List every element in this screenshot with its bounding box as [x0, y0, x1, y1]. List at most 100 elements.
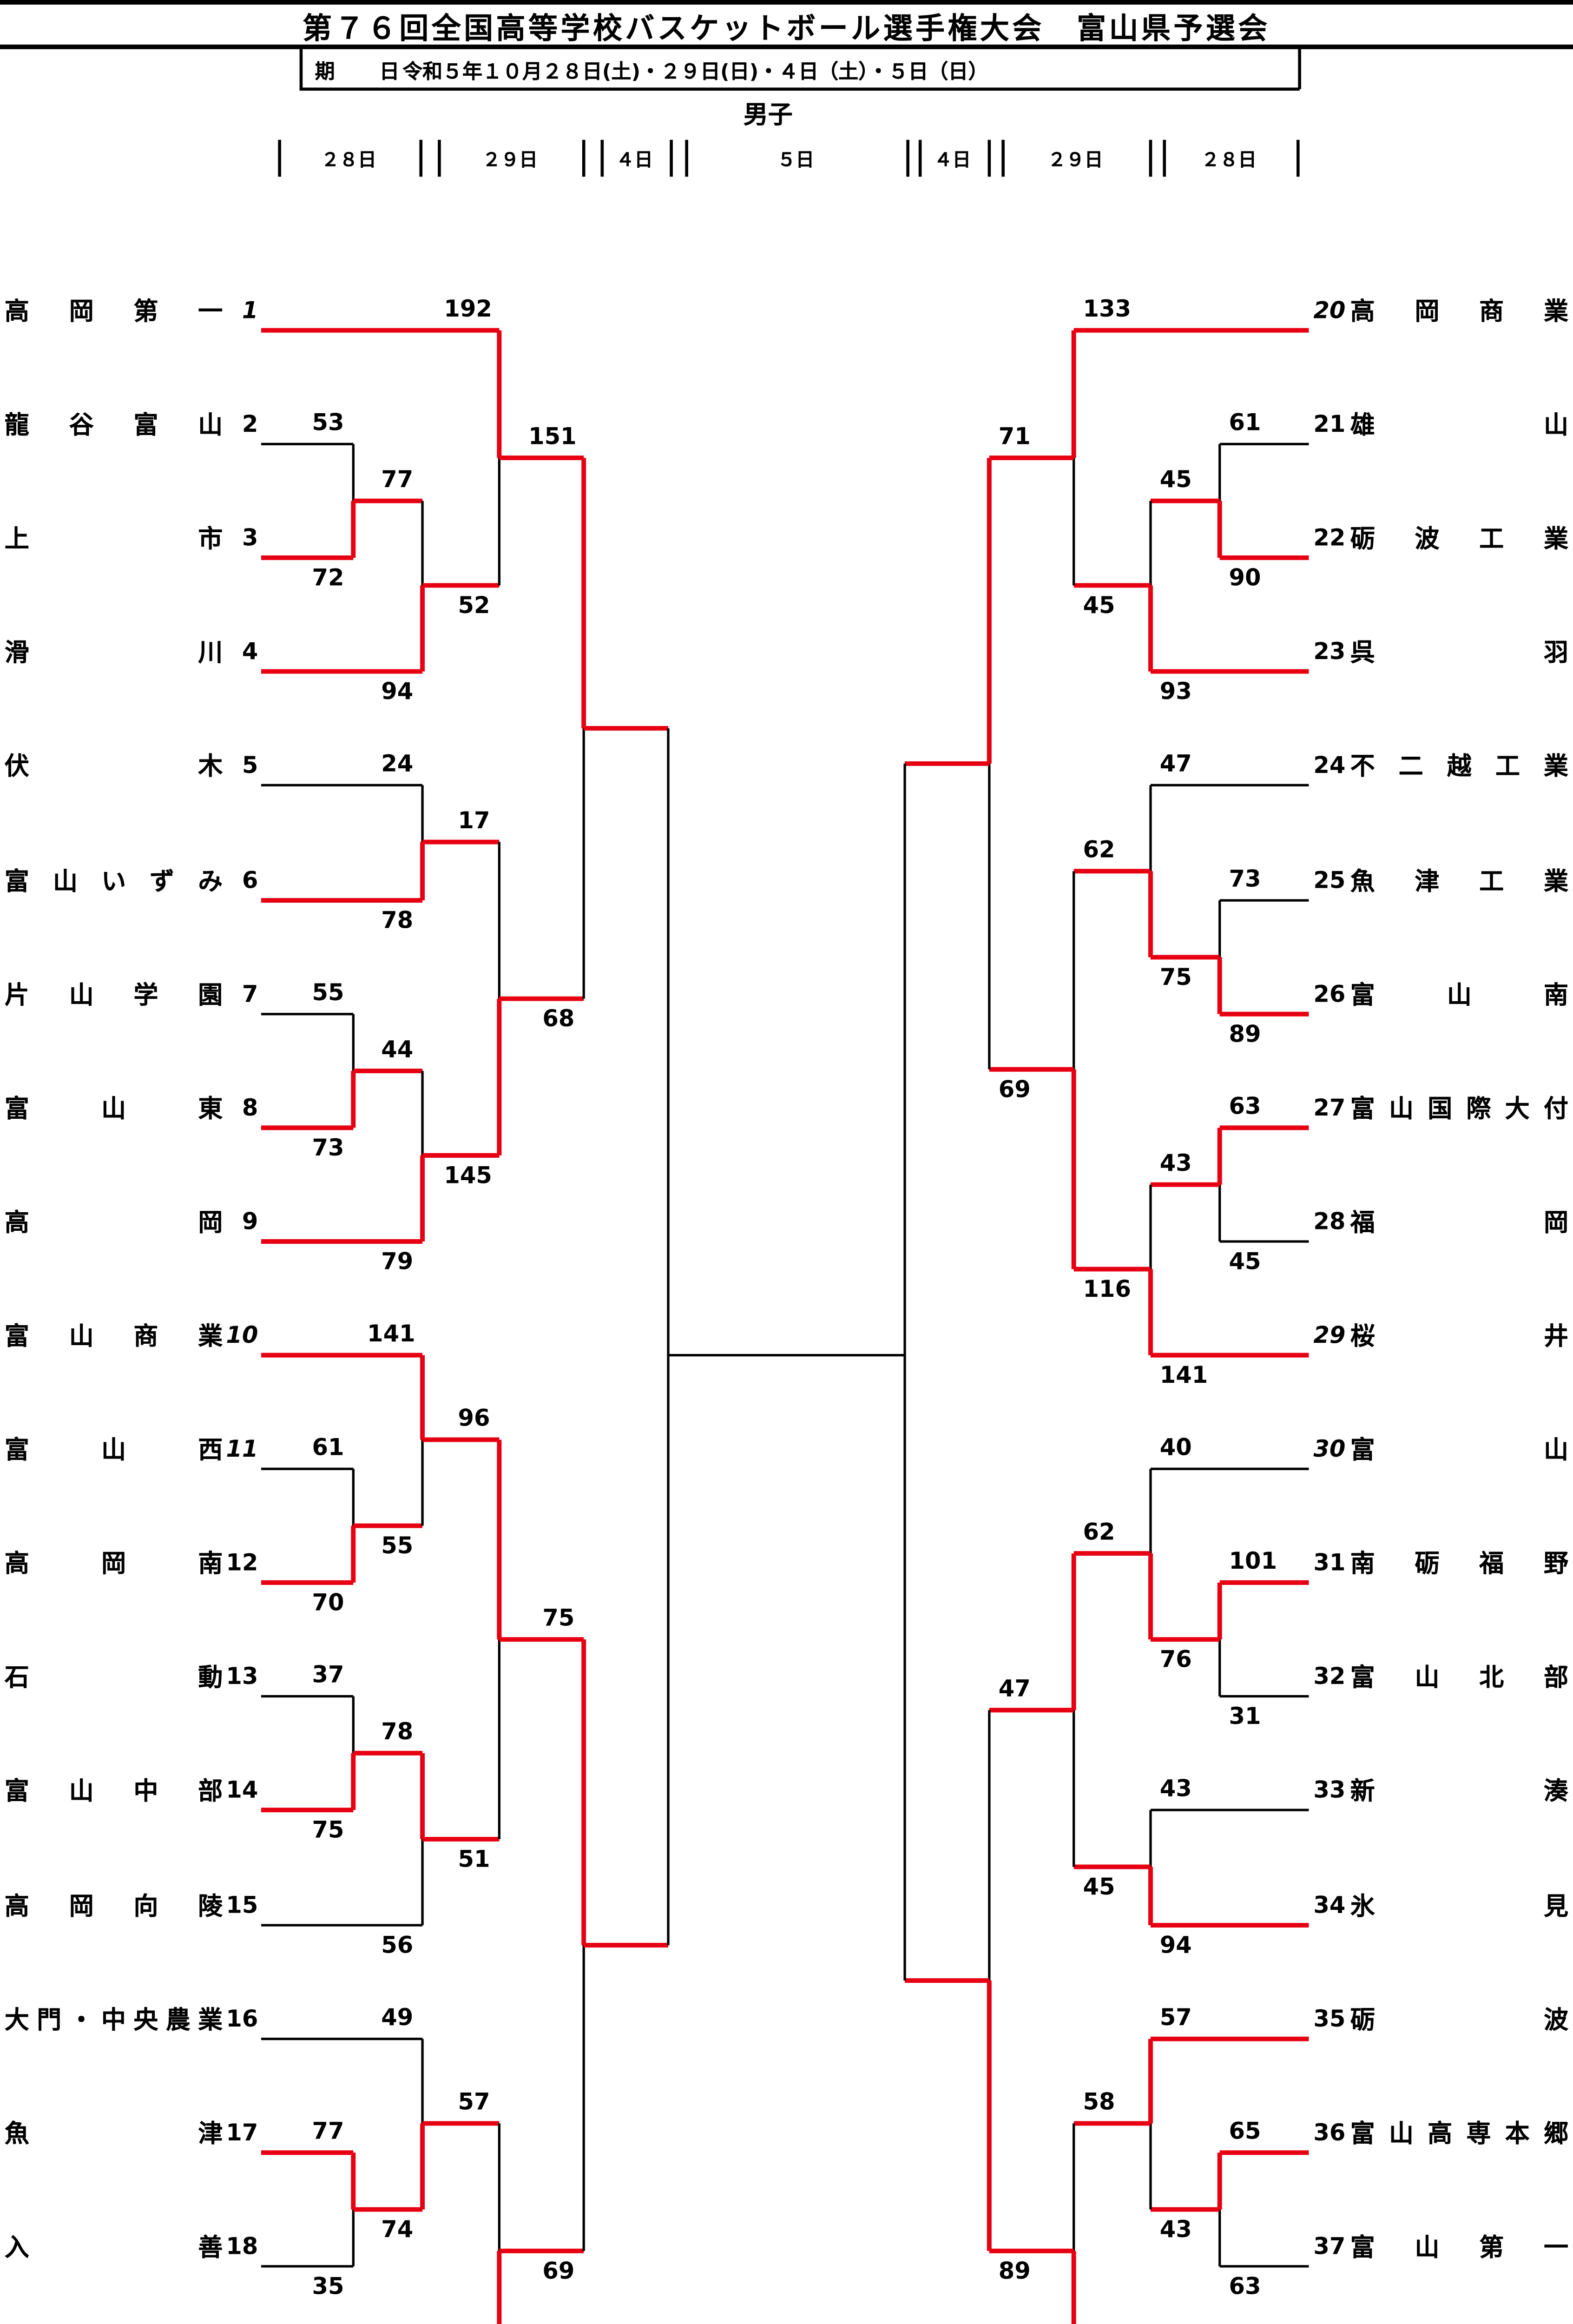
- team-name: 魚津工業: [1350, 866, 1569, 896]
- draw-number: 2: [242, 410, 258, 438]
- team-name: 龍谷富山: [4, 410, 223, 440]
- team-name: 高岡商業: [1350, 297, 1569, 326]
- match-score: 89: [1229, 1020, 1261, 1048]
- match-score: 192: [444, 295, 492, 323]
- team-name: 富山中部: [4, 1776, 223, 1806]
- match-score: 69: [542, 2257, 575, 2285]
- draw-number: 6: [242, 866, 258, 894]
- team-name: 大門・中央農業: [4, 2005, 223, 2034]
- team-name: 呉羽: [1350, 637, 1569, 667]
- team-name: 富山北部: [1350, 1662, 1569, 1692]
- match-score: 76: [1159, 1645, 1192, 1673]
- seed-number: 1: [242, 297, 258, 324]
- team-name: 砺波: [1350, 2005, 1569, 2034]
- day-column-tick: [987, 139, 990, 177]
- match-score: 17: [458, 806, 490, 834]
- match-score: 133: [1083, 295, 1132, 323]
- team-name: 氷見: [1350, 1891, 1569, 1921]
- day-column-tick: [582, 139, 585, 177]
- seed-number: 11: [226, 1435, 258, 1463]
- schedule-text: 令和５年１０月２８日(土)・２９日(日)・４日（土）・５日（日）: [402, 61, 988, 85]
- match-score: 55: [312, 978, 344, 1007]
- draw-number: 32: [1313, 1662, 1346, 1690]
- draw-number: 12: [226, 1549, 258, 1577]
- draw-number: 24: [1313, 751, 1346, 779]
- match-score: 75: [542, 1604, 575, 1632]
- match-score: 96: [458, 1404, 490, 1432]
- match-score: 93: [1159, 677, 1192, 706]
- match-score: 63: [1229, 2272, 1261, 2300]
- draw-number: 25: [1313, 866, 1346, 894]
- day-column-tick: [906, 139, 909, 177]
- draw-number: 21: [1313, 410, 1346, 438]
- gender-label: 男子: [743, 99, 793, 129]
- day-column-tick: [1001, 139, 1004, 177]
- day-label-6: ２８日: [1201, 149, 1257, 171]
- match-score: 65: [1229, 2117, 1261, 2145]
- draw-number: 23: [1313, 637, 1346, 666]
- match-score: 43: [1159, 1775, 1192, 1802]
- match-score: 116: [1083, 1275, 1132, 1303]
- team-name: 伏木: [4, 751, 223, 781]
- day-label-5: ２９日: [1047, 149, 1103, 171]
- team-name: 福岡: [1350, 1208, 1569, 1237]
- match-score: 101: [1229, 1547, 1277, 1575]
- match-score: 49: [381, 2003, 414, 2032]
- draw-number: 33: [1313, 1776, 1346, 1804]
- draw-number: 28: [1313, 1208, 1346, 1235]
- day-column-tick: [600, 139, 603, 177]
- day-label-4: ４日: [934, 149, 971, 171]
- team-name: 入善: [4, 2232, 223, 2262]
- match-score: 58: [1083, 2088, 1115, 2116]
- draw-number: 27: [1313, 1094, 1346, 1122]
- match-score: 77: [381, 465, 414, 494]
- draw-number: 37: [1313, 2232, 1346, 2260]
- match-score: 45: [1083, 591, 1115, 620]
- day-column-tick: [1163, 139, 1165, 177]
- team-name: 南砺福野: [1350, 1549, 1569, 1578]
- day-column-tick: [1297, 139, 1299, 177]
- match-score: 79: [381, 1248, 414, 1275]
- match-score: 43: [1159, 1149, 1192, 1177]
- day-column-tick: [278, 139, 281, 177]
- match-score: 63: [1229, 1092, 1261, 1120]
- draw-number: 17: [226, 2119, 258, 2147]
- seed-number: 10: [226, 1321, 258, 1349]
- draw-number: 8: [242, 1094, 258, 1122]
- team-name: 富山いずみ: [4, 866, 223, 896]
- match-score: 69: [998, 1075, 1031, 1103]
- match-score: 141: [1159, 1361, 1208, 1389]
- team-name: 富山: [1350, 1435, 1569, 1465]
- match-score: 57: [458, 2088, 490, 2116]
- title-underline: [0, 44, 1573, 49]
- match-score: 94: [1159, 1931, 1192, 1959]
- draw-number: 14: [226, 1776, 258, 1804]
- match-score: 68: [542, 1004, 575, 1033]
- top-rule: [0, 0, 1573, 5]
- match-score: 94: [381, 677, 414, 706]
- match-score: 72: [312, 564, 344, 592]
- match-score: 74: [381, 2215, 414, 2244]
- draw-number: 7: [242, 980, 258, 1008]
- match-score: 73: [1229, 865, 1261, 893]
- match-score: 24: [381, 750, 414, 778]
- day-column-tick: [438, 139, 441, 177]
- team-name: 富山東: [4, 1094, 223, 1123]
- day-column-tick: [670, 139, 672, 177]
- match-score: 45: [1229, 1248, 1261, 1275]
- match-score: 62: [1083, 1518, 1115, 1546]
- match-score: 35: [312, 2272, 344, 2300]
- schedule-box-left: [299, 49, 302, 89]
- schedule-box-right: [1298, 49, 1301, 89]
- team-name: 富山高専本郷: [1350, 2119, 1568, 2148]
- day-label-0: ２８日: [321, 149, 376, 171]
- match-score: 43: [1159, 2215, 1192, 2244]
- team-name: 富山南: [1350, 980, 1569, 1010]
- draw-number: 9: [242, 1208, 258, 1235]
- match-score: 53: [312, 409, 344, 436]
- match-score: 151: [528, 423, 577, 450]
- match-score: 45: [1083, 1873, 1115, 1901]
- draw-number: 13: [226, 1662, 258, 1690]
- draw-number: 31: [1313, 1549, 1346, 1577]
